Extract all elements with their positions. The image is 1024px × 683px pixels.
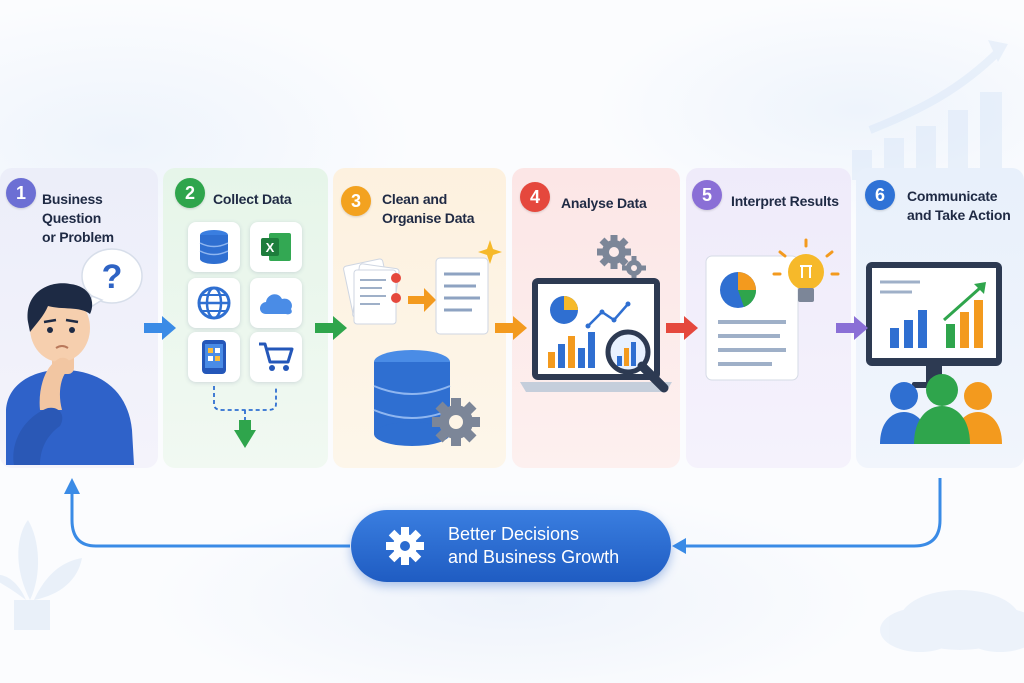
gears-icon: [597, 235, 646, 280]
messy-documents-icon: [343, 258, 401, 325]
data-source-database: [188, 222, 240, 272]
step-1-illustration: ?: [6, 248, 143, 465]
database-icon: [199, 230, 229, 264]
step-3-illustration: [343, 240, 502, 446]
globe-icon: [197, 286, 231, 320]
data-source-shop: [250, 332, 302, 382]
flow-arrow-1-2: [144, 316, 176, 340]
flow-arrow-4-5: [666, 316, 698, 340]
step-3-badge: 3: [341, 186, 371, 216]
step-3-title: Clean and Organise Data: [382, 191, 475, 226]
cart-icon: [259, 342, 294, 371]
data-source-web: [188, 278, 240, 328]
step-6-illustration: [866, 262, 1002, 444]
flow-arrow-2-3: [315, 316, 347, 340]
step-6-title: Communicate and Take Action: [907, 188, 1011, 223]
cloud-decor-icon: [880, 590, 1024, 652]
excel-icon: X: [261, 233, 291, 261]
step-2-badge: 2: [175, 178, 205, 208]
growth-bars-icon: [852, 40, 1008, 180]
database-gear-icon: [373, 350, 480, 446]
arrow-right-icon: [408, 288, 436, 312]
laptop-chart-icon: [520, 278, 672, 392]
step-1-badge: 1: [6, 178, 36, 208]
step-4-illustration: [520, 235, 672, 393]
gear-icon: [386, 527, 424, 565]
flow-arrow-3-4: [495, 316, 527, 340]
step-4-badge: 4: [520, 182, 550, 212]
flow-arrow-5-6: [836, 316, 868, 340]
magnifier-icon: [605, 329, 669, 393]
data-source-cloud: [250, 278, 302, 328]
monitor-chart-icon: [866, 262, 1002, 388]
question-bubble-icon: ?: [81, 248, 143, 312]
svg-text:?: ?: [102, 258, 123, 296]
step-1-title: Business Question or Problem: [42, 191, 114, 245]
step-5-title: Interpret Results: [731, 193, 839, 209]
step-5-badge: 5: [692, 180, 722, 210]
plant-icon: [0, 520, 82, 630]
lightbulb-icon: [772, 238, 840, 302]
svg-text:X: X: [266, 240, 275, 255]
step-5-illustration: [705, 238, 840, 381]
report-icon: [705, 255, 799, 381]
outcome-text: Better Decisions and Business Growth: [448, 524, 620, 567]
collect-funnel-arrows: [213, 386, 277, 448]
cloud-icon: [260, 294, 292, 315]
step-4-title: Analyse Data: [561, 195, 647, 211]
data-source-tablet: [188, 332, 240, 382]
clean-document-icon: [435, 240, 502, 335]
data-source-excel: X: [250, 222, 302, 272]
tablet-icon: [202, 340, 226, 374]
team-icon: [880, 374, 1002, 444]
person-icon: [6, 283, 134, 465]
step-6-badge: 6: [865, 180, 895, 210]
step-2-title: Collect Data: [213, 191, 292, 207]
